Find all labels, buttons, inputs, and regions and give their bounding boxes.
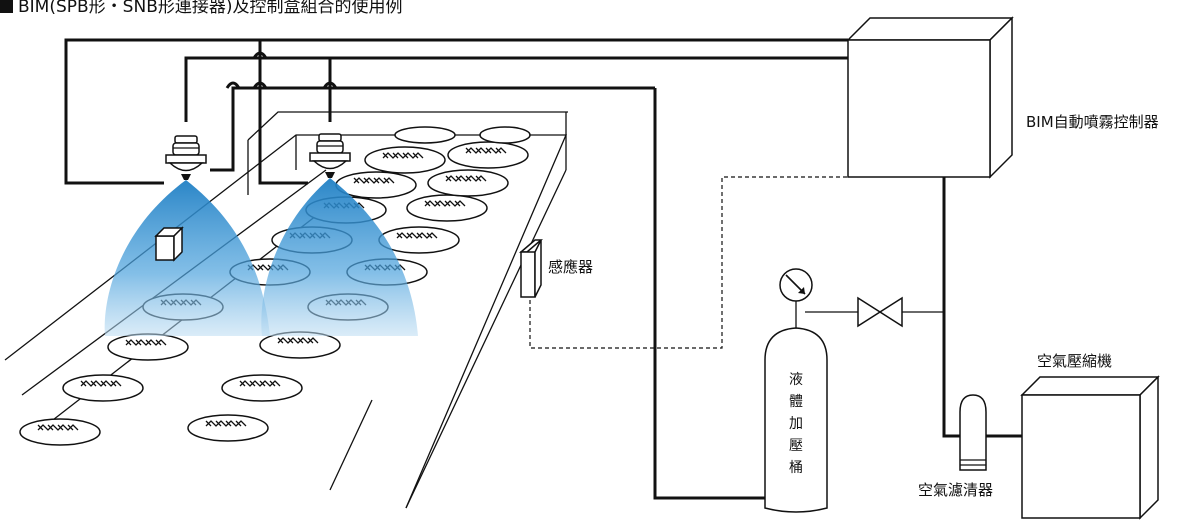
- small-object: [154, 226, 184, 262]
- signal-line: [529, 176, 848, 349]
- sensor-label: 感應器: [548, 258, 593, 276]
- title-marker: [0, 0, 13, 13]
- liquid-pressure-tank: [764, 327, 828, 513]
- air-filter: [959, 394, 987, 471]
- spray-cone-right: [261, 178, 418, 336]
- nozzle-right: [309, 133, 351, 179]
- diagram-title: BIM(SPB形・SNB形連接器)及控制盒組合的使用例: [18, 0, 402, 17]
- item: [406, 194, 488, 222]
- svg-text:桶: 桶: [789, 460, 803, 476]
- svg-text:體: 體: [789, 394, 803, 410]
- filter-label: 空氣濾清器: [918, 481, 993, 499]
- valve-icon: [857, 296, 903, 328]
- svg-text:加: 加: [789, 416, 803, 432]
- compressor-label: 空氣壓縮機: [1037, 352, 1112, 370]
- item: [364, 146, 446, 174]
- item: [447, 141, 529, 169]
- sensor: [518, 239, 544, 298]
- item: [107, 333, 189, 361]
- air-and-liquid-lines: [64, 38, 848, 500]
- item: [19, 418, 101, 446]
- controller-label: BIM自動噴霧控制器: [1026, 113, 1159, 131]
- pressure-gauge-icon: [779, 268, 813, 328]
- svg-text:液: 液: [789, 372, 803, 388]
- tank-label: 液 體 加 壓 桶: [789, 372, 803, 476]
- spray-cone-left: [104, 180, 270, 336]
- svg-text:壓: 壓: [789, 438, 803, 454]
- air-compressor: [1020, 375, 1160, 520]
- item: [62, 374, 144, 402]
- item: [427, 169, 509, 197]
- item: [187, 414, 269, 442]
- conveyed-items: [19, 126, 531, 446]
- air-supply-line: [805, 177, 1022, 438]
- controller-box: [846, 16, 1014, 179]
- item: [221, 374, 303, 402]
- nozzle-left: [165, 135, 207, 181]
